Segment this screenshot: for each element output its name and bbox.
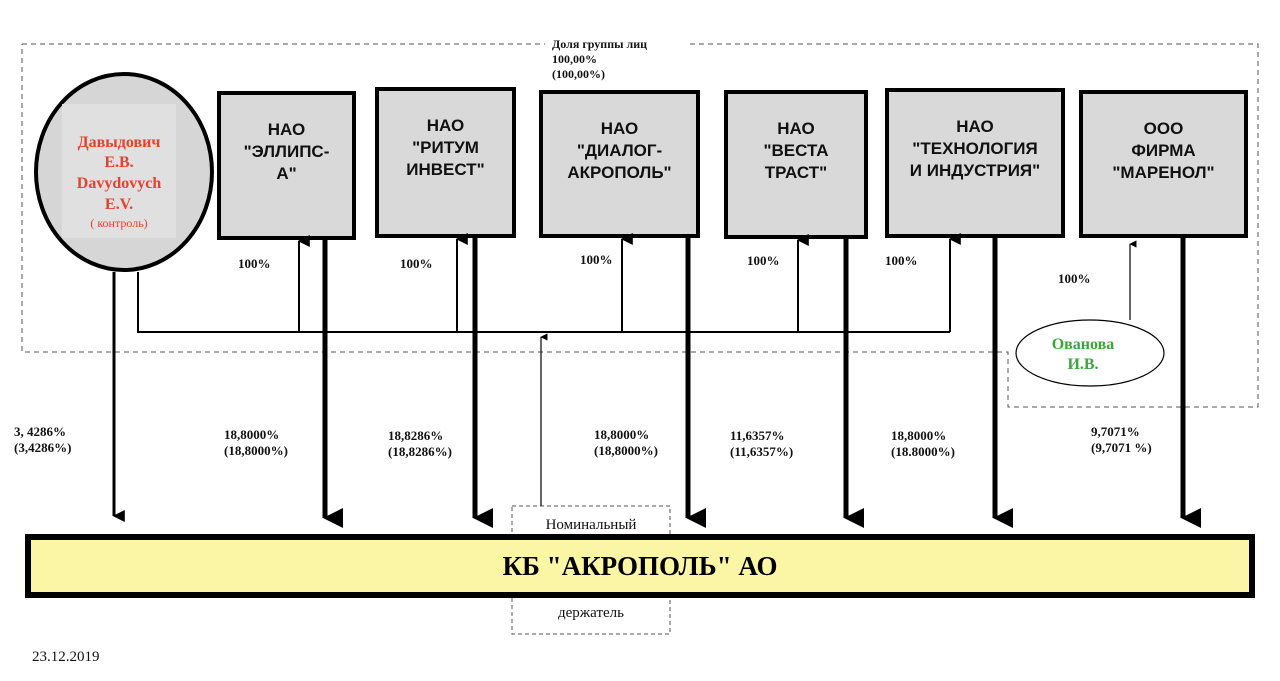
company-name-line: НАО [601,119,639,138]
secondary-owner-node: Ованова И.В. [1015,319,1165,387]
company-box [539,90,700,238]
bank-share-label: 18,8000% [224,427,279,442]
company-name-line: "РИТУМ [412,138,479,157]
company-node: НАО "ДИАЛОГ- АКРОПОЛЬ" 100% 18,8000%(18,8000… [539,90,706,528]
bank-share-label: 18,8286% [388,428,443,443]
company-name-line: ООО [1144,119,1184,138]
company-node: НАО "РИТУМ ИНВЕСТ" 100% 18,8286%(18,8286%) [375,87,516,528]
group-boundary [21,43,1259,408]
company-name-line: НАО [777,119,815,138]
bank-share-label: 18,8000% [594,427,649,442]
company-name-line: "ВЕСТА [763,141,828,160]
company-name-line: И ИНДУСТРИЯ" [910,161,1040,180]
bank-share-label-alt: (18,8000%) [224,443,288,458]
group-share: 100,00% [552,52,597,66]
bank-share-label-alt: (9,7071 %) [1091,440,1152,455]
controller-name-2: Е.В. [104,154,133,171]
company-name-line: ИНВЕСТ" [406,160,484,179]
nominee-top-label: Номинальный [546,517,637,533]
bank-share-label: 18,8000% [891,428,946,443]
controller-name-1: Давыдович [78,134,161,151]
company-box [724,90,868,239]
ownership-label: 100% [1058,271,1091,286]
controller-name-3: Davydovych [77,175,162,192]
company-name-line: "МАРЕНОЛ" [1112,163,1214,182]
bank-share-label-alt: (18,8000%) [594,443,658,458]
company-node: НАО "ТЕХНОЛОГИЯ И ИНДУСТРИЯ" 100% 18,8000%(1… [885,88,1065,528]
control-connector [137,272,950,333]
bank-share-label-alt: (11,6357%) [730,444,793,459]
bank-share-label: 9,7071% [1091,424,1140,439]
ownership-label: 100% [400,256,433,271]
controller-name-4: E.V. [105,196,133,213]
company-box [375,87,516,238]
company-name-line: А" [276,164,296,183]
company-name-line: ТРАСТ" [765,163,827,182]
ownership-label: 100% [747,253,780,268]
company-name-line: "ЭЛЛИПС- [244,142,330,161]
bank-share-label: 11,6357% [730,428,785,443]
bank-name: КБ "АКРОПОЛЬ" АО [502,551,777,581]
company-name-line: ФИРМА [1131,141,1195,160]
company-name-line: АКРОПОЛЬ" [567,163,671,182]
group-label: Доля группы лиц [552,37,647,51]
company-node: ООО ФИРМА "МАРЕНОЛ" 100% 9,7071%(9,7071 %) [1058,90,1248,528]
controller-share-alt: (3,4286%) [14,440,71,455]
company-name-line: "ТЕХНОЛОГИЯ [912,139,1037,158]
company-box [217,91,356,240]
company-box [1079,90,1248,238]
document-date: 23.12.2019 [32,649,100,665]
company-name-line: НАО [956,117,994,136]
ownership-label: 100% [885,253,918,268]
secondary-owner-name-2: И.В. [1067,356,1098,373]
company-node: НАО "ВЕСТА ТРАСТ" 100% 11,6357%(11,6357%) [724,90,868,528]
company-name-line: НАО [427,116,465,135]
company-name-line: "ДИАЛОГ- [577,141,662,160]
ownership-label: 100% [580,252,613,267]
company-box [885,88,1065,238]
ownership-label: 100% [238,256,271,271]
company-name-line: НАО [268,120,306,139]
companies-layer: НАО"ЭЛЛИПС-А"100%18,8000%(18,8000%)НАО"Р… [217,87,1248,528]
group-share-alt: (100,00%) [552,67,605,81]
nominee-bottom-label: держатель [558,605,624,621]
controller-node: Давыдович Е.В. Davydovych E.V. ( контрол… [34,72,214,272]
controller-note: ( контроль) [90,216,147,230]
controller-share: 3, 4286% [14,424,66,439]
bank-box [25,534,1255,598]
company-node: НАО "ЭЛЛИПС- А" 100% 18,8000%(18,8000%) [217,91,356,528]
bank-share-label-alt: (18,8286%) [388,444,452,459]
bank-share-label-alt: (18.8000%) [891,444,955,459]
secondary-owner-name-1: Ованова [1052,336,1115,353]
